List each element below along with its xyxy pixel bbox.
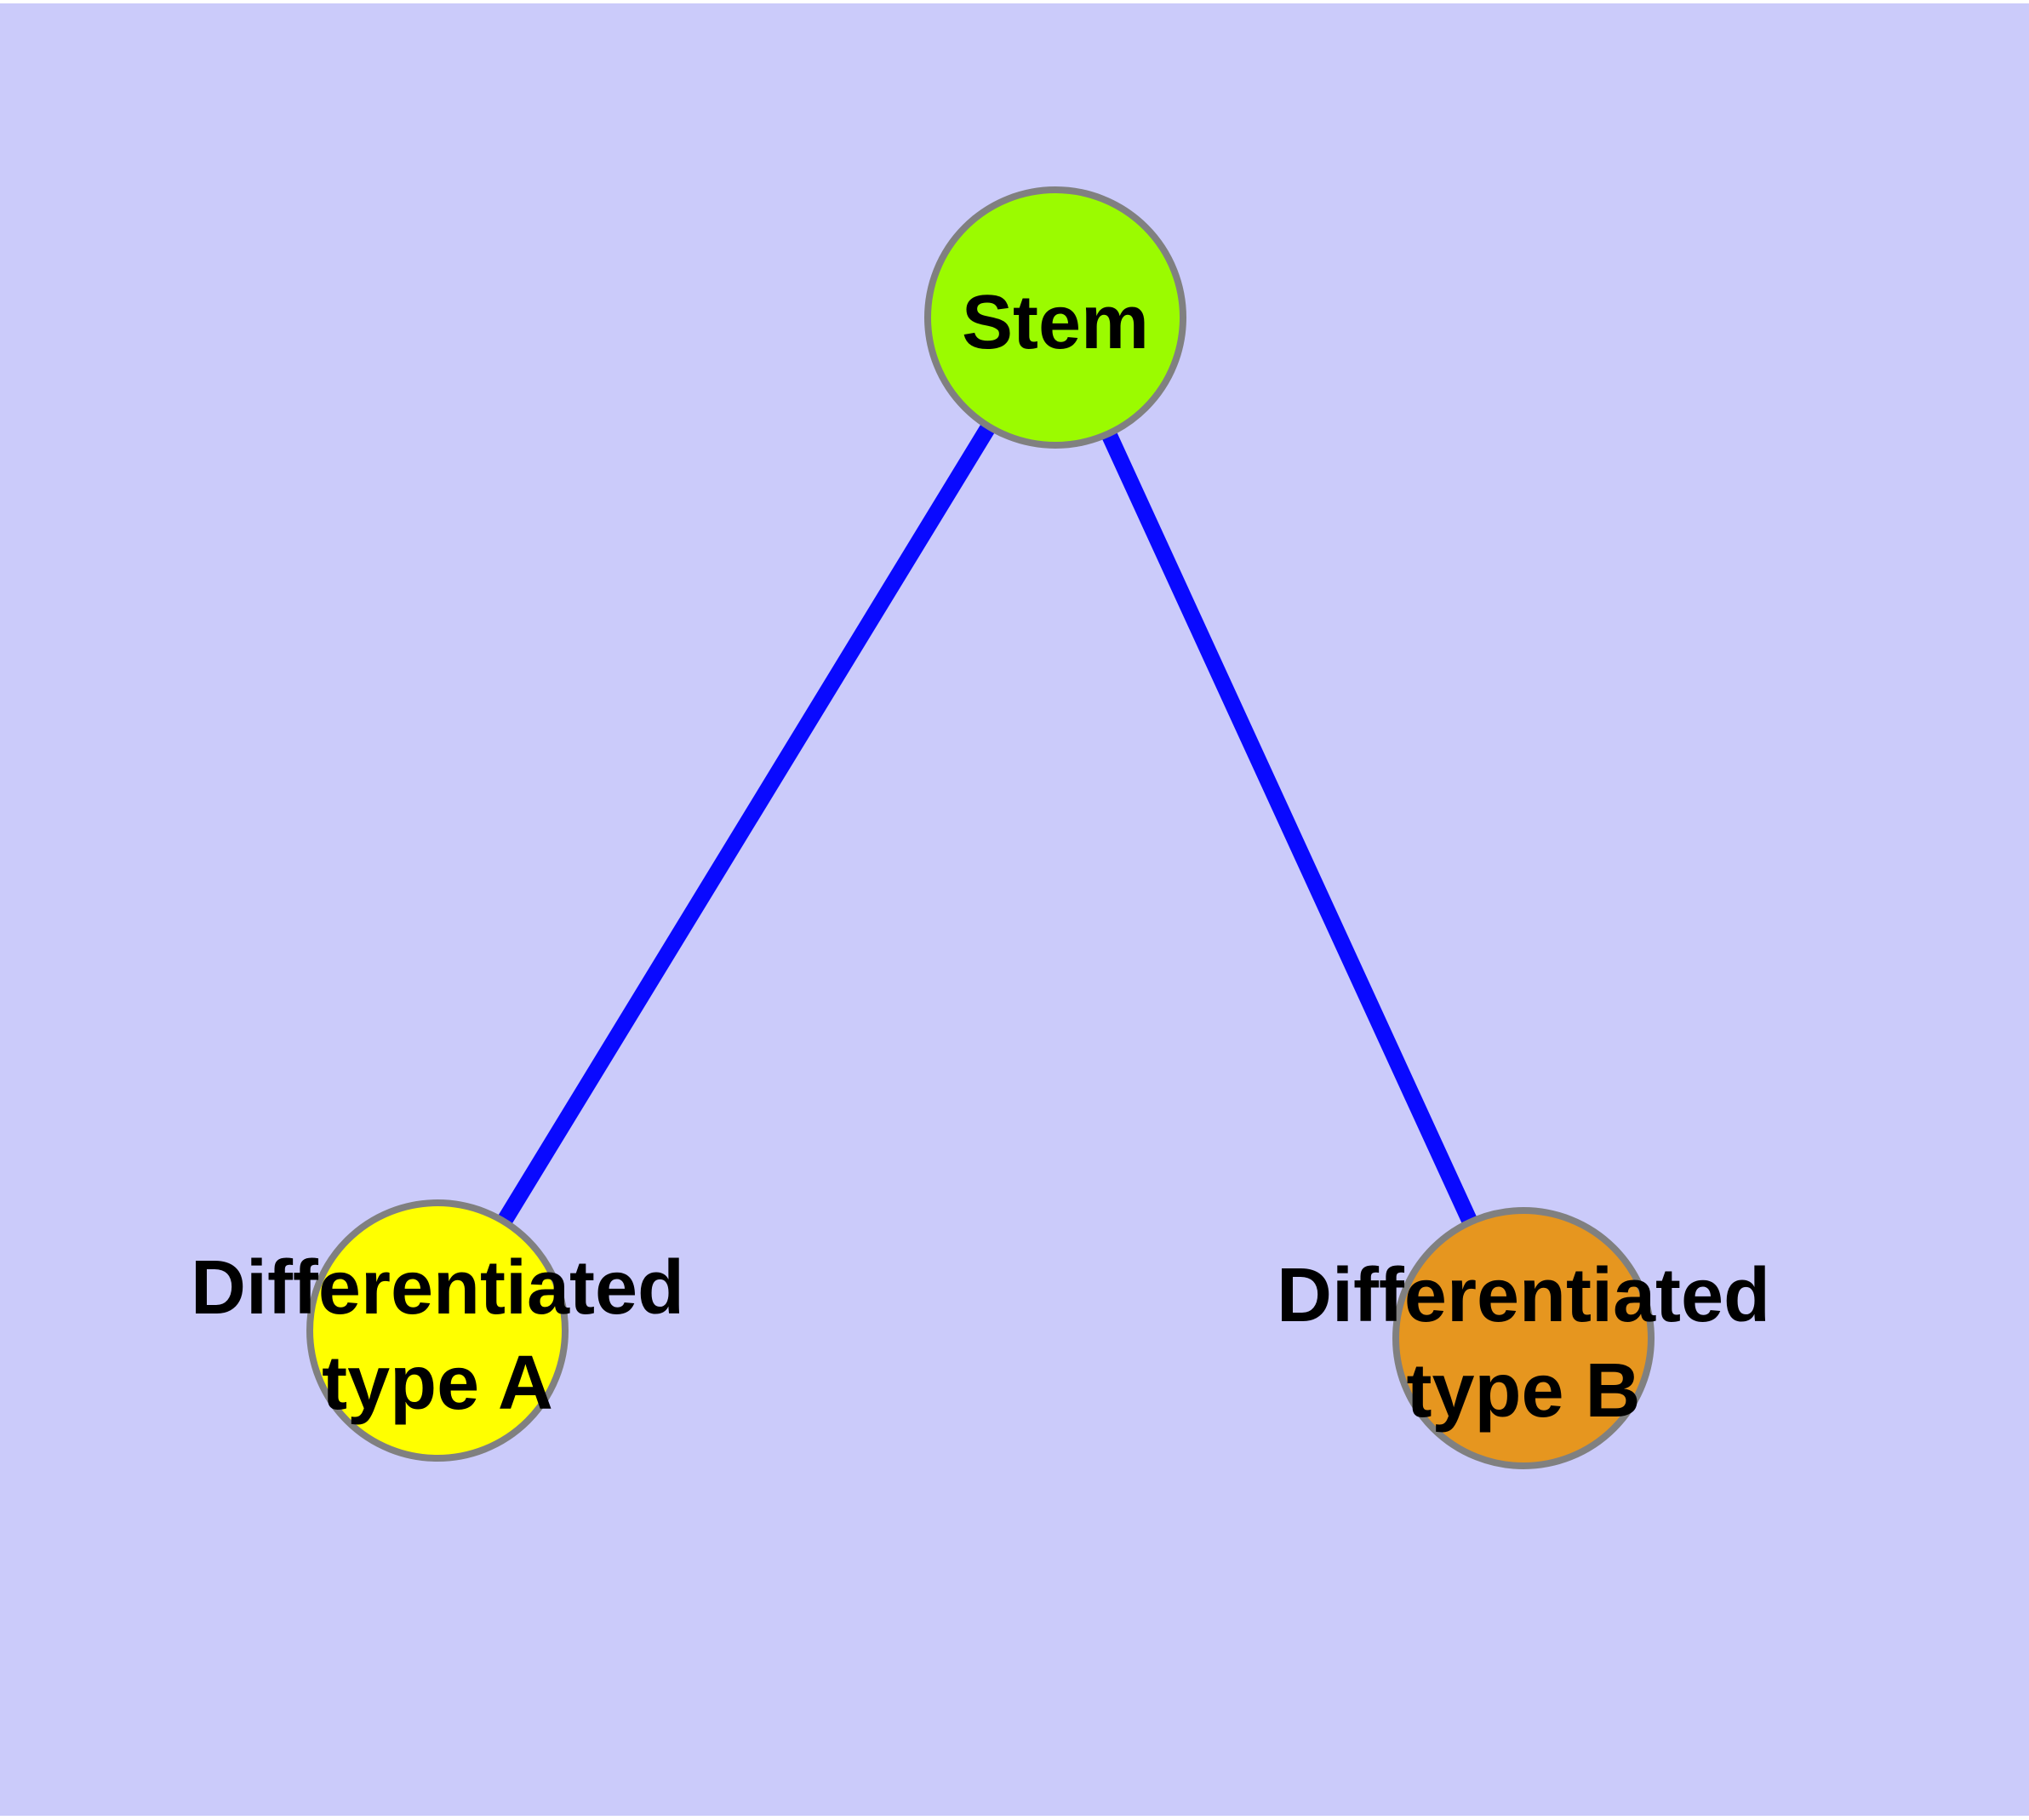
node-label-stem: Stem [962, 280, 1149, 365]
node-label-line-diff-a-1: type A [322, 1341, 553, 1426]
node-label-diff-b: Differentiated type B [1277, 1253, 1770, 1434]
node-label-diff-a: Differentiated type A [191, 1245, 684, 1426]
edge-stem-diff-a [430, 313, 1063, 1335]
edge-stem-diff-b [1048, 314, 1531, 1342]
node-label-line-diff-a-0: Differentiated [191, 1245, 684, 1331]
node-label-line-diff-b-0: Differentiated [1277, 1253, 1770, 1338]
node-label-line-diff-b-1: type B [1406, 1348, 1640, 1434]
node-circle-diff-a [306, 1199, 569, 1462]
node-label-line-stem-0: Stem [962, 280, 1149, 365]
node-circle-diff-b [1392, 1207, 1655, 1469]
node-circle-stem [924, 186, 1186, 449]
